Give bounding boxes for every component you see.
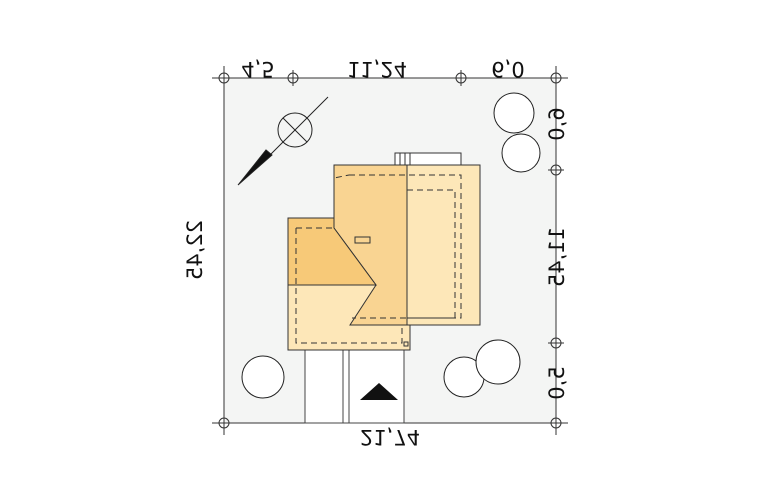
trees: [241, 92, 541, 399]
top-dim-2: 11,24: [347, 57, 407, 81]
entrance-arrow-icon: [360, 383, 398, 400]
tree-icon: [493, 92, 535, 134]
tree-icon: [241, 355, 285, 399]
right-dim-3: 5,0: [545, 366, 569, 399]
left-dim: 22,45: [183, 220, 207, 280]
north-compass-icon: [237, 96, 329, 186]
right-dim-1: 6,0: [545, 107, 569, 140]
house-roof: [287, 152, 481, 351]
top-dim-3: 6,0: [491, 57, 524, 81]
tree-icon: [475, 339, 521, 385]
top-dim-1: 4,5: [241, 57, 274, 81]
dimension-ticks: [218, 70, 564, 429]
right-dim-2: 11,45: [545, 227, 569, 287]
bottom-dim: 21,74: [360, 425, 420, 449]
tree-icon: [501, 133, 541, 173]
driveway: [304, 349, 405, 424]
